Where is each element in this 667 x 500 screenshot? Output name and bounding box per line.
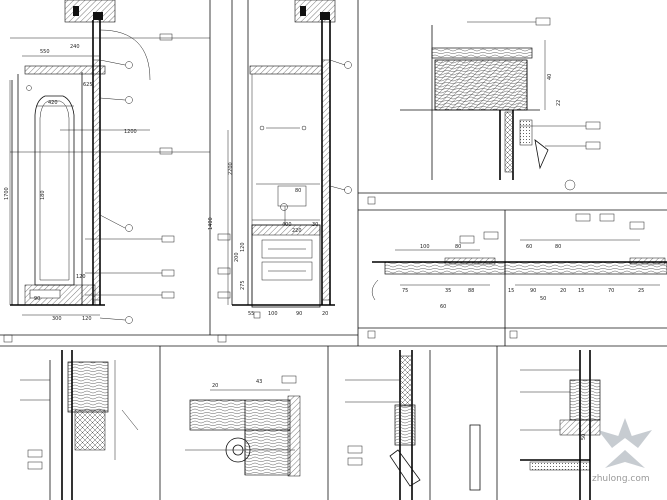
dim-50b: 50 [581, 434, 587, 440]
dim-60r: 60 [526, 244, 532, 250]
dim-30: 30 [312, 222, 318, 228]
dim-400: 400 [282, 222, 292, 228]
dim-88m: 88 [468, 288, 474, 294]
dim-120b: 120 [82, 316, 92, 322]
dim-120r: 120 [240, 242, 246, 252]
dim-90: 90 [34, 296, 40, 302]
dim-75m: 75 [402, 288, 408, 294]
dim-100: 100 [268, 311, 278, 317]
dim-22: 22 [556, 100, 562, 106]
dim-90r: 90 [296, 311, 302, 317]
left-elevation: 550 240 625 420 1200 1700 180 120 90 300… [3, 0, 210, 343]
dim-220: 220 [292, 228, 302, 234]
dim-550: 550 [40, 49, 50, 55]
dim-20b: 20 [212, 383, 218, 389]
top-right-section-detail: 40 22 [367, 17, 601, 205]
bottom-detail-2: 20 43 [185, 375, 301, 477]
dim-43b: 43 [256, 379, 262, 385]
bottom-detail-4: 50 [520, 350, 601, 500]
dim-15r: 15 [508, 288, 514, 294]
dim-240: 240 [70, 44, 80, 50]
dim-80: 80 [295, 188, 301, 194]
dim-1400: 1400 [208, 217, 214, 230]
dim-50r: 50 [540, 296, 546, 302]
mid-section-details: 100 80 75 35 88 60 60 80 15 90 20 15 50 … [367, 213, 667, 339]
dim-60m: 60 [440, 304, 446, 310]
dim-1200: 1200 [124, 129, 137, 135]
dim-100m: 100 [420, 244, 430, 250]
dim-20: 20 [322, 311, 328, 317]
bottom-detail-3 [345, 350, 481, 500]
dim-420: 420 [48, 100, 58, 106]
dim-25r: 25 [638, 288, 644, 294]
dim-300: 300 [52, 316, 62, 322]
dim-35m: 35 [445, 288, 451, 294]
dim-15rr: 15 [578, 288, 584, 294]
dim-55: 55 [248, 311, 254, 317]
dim-70r: 70 [608, 288, 614, 294]
dim-625: 625 [83, 82, 93, 88]
dim-1700: 1700 [4, 187, 10, 200]
dim-120: 120 [76, 274, 86, 280]
dim-180: 180 [40, 190, 46, 200]
dim-80r: 80 [555, 244, 561, 250]
right-elevation: 2200 1400 400 80 30 275 120 200 55 100 9… [208, 0, 352, 343]
dim-2200: 2200 [228, 162, 234, 175]
dim-20r: 20 [560, 288, 566, 294]
bottom-detail-1 [20, 350, 139, 500]
dim-80m: 80 [455, 244, 461, 250]
dim-275: 275 [240, 280, 246, 290]
watermark-logo [598, 418, 652, 468]
dim-200: 200 [234, 252, 240, 262]
watermark-text: zhulong.com [592, 474, 650, 484]
dim-90rr: 90 [530, 288, 536, 294]
dim-40: 40 [547, 74, 553, 80]
